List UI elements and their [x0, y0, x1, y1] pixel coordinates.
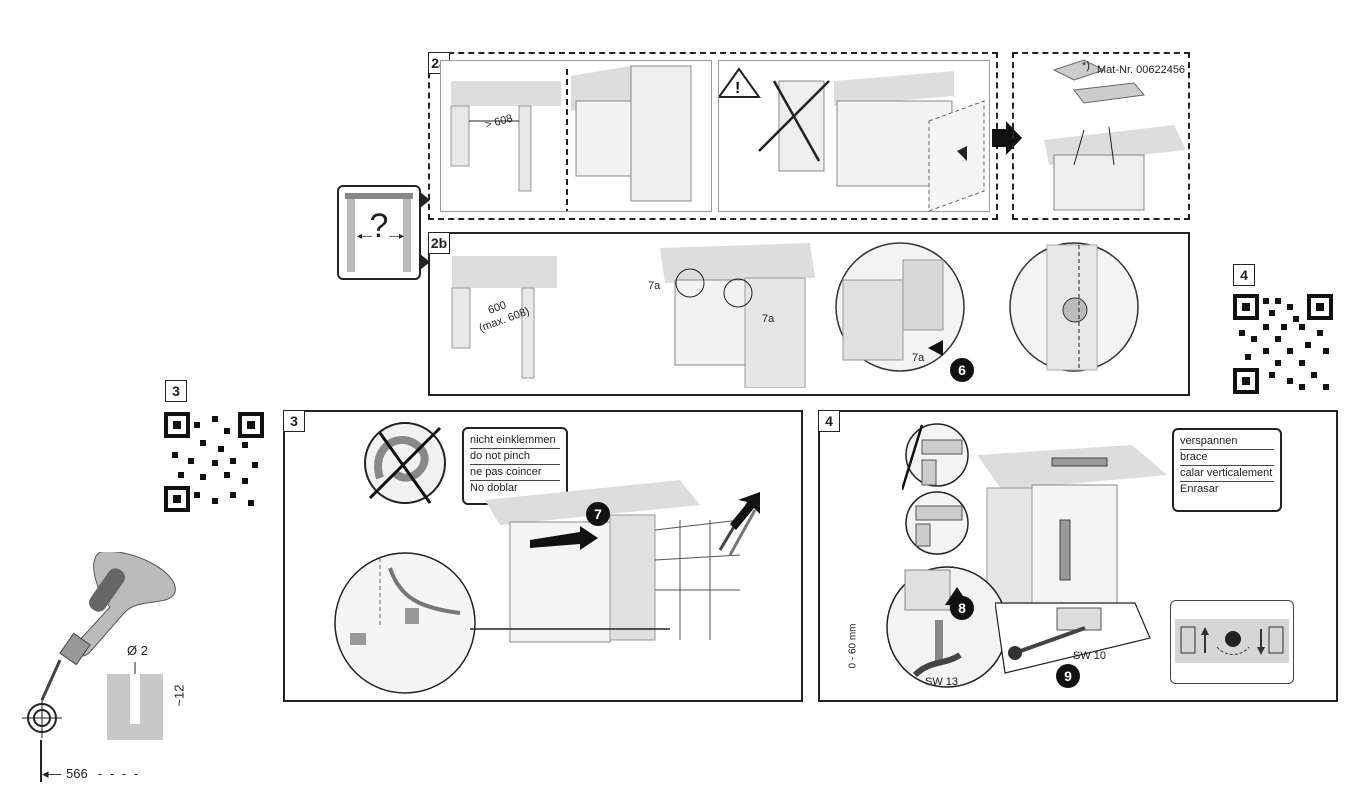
qr-code-step-3[interactable] — [164, 412, 264, 512]
step-7-badge: 7 — [586, 502, 610, 526]
svg-text:!: ! — [735, 80, 740, 97]
panel-2a-part — [1012, 52, 1190, 220]
step-9-badge: 9 — [1056, 664, 1080, 688]
brace-instruction-callout: verspannen brace calar verticalement Enr… — [1172, 428, 1282, 512]
instruction-de: verspannen — [1180, 434, 1274, 450]
dishwasher-side-screws — [660, 243, 815, 388]
step-8-badge: 8 — [950, 596, 974, 620]
level-check-circle-a — [902, 423, 969, 490]
question-mark: ? — [369, 207, 389, 245]
cabinet-top — [345, 193, 413, 199]
drill-offset-line — [40, 740, 42, 782]
drill-target-icon — [22, 698, 62, 738]
panel-4 — [818, 410, 1338, 702]
screw-label-b: 7a — [762, 313, 775, 325]
question-pointers — [420, 192, 430, 270]
dishwasher-level-illustration — [977, 445, 1167, 606]
step-label-2b: 2b — [428, 232, 450, 254]
bracket-part-illustration — [1044, 59, 1186, 211]
drill-hole-section — [107, 662, 163, 740]
no-pinch-hose-icon — [364, 422, 446, 504]
drill-offset-arrow: ◂— — [42, 766, 62, 781]
instruction-fr: calar verticalement — [1180, 466, 1274, 482]
foot-adjust-circle — [886, 566, 1008, 688]
hinge-detail-circle — [1009, 242, 1139, 372]
step-label-4-qr: 4 — [1233, 264, 1255, 286]
detail-connector — [470, 628, 670, 630]
panel-2a-cabinet-view: > 608 — [440, 60, 712, 212]
warning-en: do not pinch — [470, 449, 560, 465]
pinch-warning-callout: nicht einklemmen do not pinch ne pas coi… — [462, 427, 568, 505]
drill-offset-value: 566 — [66, 766, 88, 781]
drill-hole-diameter: Ø 2 — [127, 643, 148, 658]
screw-label-detail: 7a — [912, 352, 925, 364]
instruction-en: brace — [1180, 450, 1274, 466]
step-label-4: 4 — [818, 410, 840, 432]
arrow-right-big — [992, 121, 1022, 155]
leveling-icons — [1180, 626, 1284, 655]
wrench-size-13: SW 13 — [925, 676, 959, 688]
qr-code-step-4[interactable] — [1233, 294, 1333, 394]
cabinet-width-illustration — [451, 256, 557, 379]
gap-question-box: ? ◂— —▸ — [337, 185, 421, 280]
wrench-size-10: SW 10 — [1073, 650, 1107, 662]
screw-detail-circle — [835, 242, 965, 372]
panel-2a-warning-view: ! — [718, 60, 990, 212]
level-check-circle-b — [905, 491, 969, 555]
arrow-up-right — [730, 492, 760, 530]
panel-3 — [283, 410, 803, 702]
height-range: 0 - 60 mm — [847, 623, 859, 669]
leveling-diagram-box — [1170, 600, 1294, 684]
cabinet-right-side — [403, 197, 411, 272]
screwdriver-adjust-illustration — [995, 602, 1151, 674]
arrow-left: ◂— — [357, 231, 373, 242]
cabinet-left-side — [347, 197, 355, 272]
drill-offset-dashes: - - - - — [98, 766, 141, 781]
part-asterisk: *) — [1082, 60, 1090, 72]
part-number: Mat-Nr. 00622456 — [1097, 64, 1186, 76]
instruction-es: Enrasar — [1180, 483, 1219, 495]
screw-label-a: 7a — [648, 280, 661, 292]
warning-fr: ne pas coincer — [470, 465, 560, 481]
hose-detail-circle — [334, 552, 476, 694]
step-label-3-qr: 3 — [165, 380, 187, 402]
step-6-badge: 6 — [950, 358, 974, 382]
warning-de: nicht einklemmen — [470, 433, 560, 449]
arrow-right: —▸ — [389, 231, 405, 242]
cabinet-gap-illustration — [450, 65, 692, 211]
drill-hole-depth: ~12 — [171, 684, 187, 707]
drill-illustration — [40, 552, 176, 701]
warning-es: No doblar — [470, 482, 518, 494]
door-panel-illustration: ! — [719, 67, 985, 212]
step-label-3: 3 — [283, 410, 305, 432]
panel-2b — [428, 232, 1190, 396]
